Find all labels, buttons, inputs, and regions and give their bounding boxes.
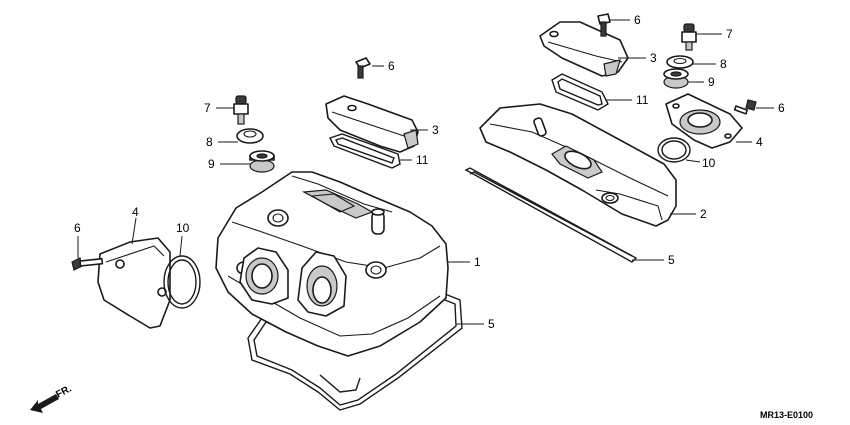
callout-10-left: 10	[176, 221, 190, 235]
bolt-side-left	[71, 257, 104, 271]
breather-cover-left	[325, 95, 419, 153]
head-cover-gasket-right	[464, 167, 638, 263]
callout-8-right: 8	[720, 57, 727, 71]
callout-11-left: 11	[416, 153, 429, 167]
washer-left	[236, 128, 264, 144]
side-cover-left	[97, 237, 171, 329]
callout-1: 1	[474, 255, 481, 269]
callout-4-right: 4	[756, 135, 763, 149]
callout-6-d: 6	[778, 101, 785, 115]
callout-3-right: 3	[650, 51, 657, 65]
bolt-side-right	[733, 99, 757, 115]
callout-7-right: 7	[726, 27, 733, 41]
side-cover-oring-left	[163, 255, 201, 309]
front-direction-indicator: FR.	[30, 383, 74, 413]
callout-9-right: 9	[708, 75, 715, 89]
leader-lines	[77, 19, 774, 325]
callout-6-c: 6	[74, 221, 81, 235]
side-cover-oring-right	[657, 137, 691, 163]
callout-5-right: 5	[668, 253, 675, 267]
callout-8-left: 8	[206, 135, 213, 149]
breather-gasket-left	[329, 133, 401, 169]
grommet-left	[249, 150, 275, 173]
breather-gasket-right	[551, 73, 609, 111]
front-label: FR.	[54, 383, 74, 400]
washer-right	[666, 55, 694, 69]
sealing-bolt-left	[233, 95, 249, 125]
front-arrow-icon	[30, 394, 59, 413]
drawing-code: MR13-E0100	[760, 410, 813, 420]
callout-11-right: 11	[636, 93, 649, 107]
callout-5-left: 5	[488, 317, 495, 331]
callout-3-left: 3	[432, 123, 439, 137]
callout-6-a: 6	[388, 59, 395, 73]
cylinder-head-cover-front	[215, 171, 463, 411]
callout-7-left: 7	[204, 101, 211, 115]
callout-4-left: 4	[132, 205, 139, 219]
callout-9-left: 9	[208, 157, 215, 171]
bolt-left-top	[355, 57, 371, 79]
bolt-right-top	[597, 13, 611, 37]
callout-6-b: 6	[634, 13, 641, 27]
grommet-right	[663, 68, 689, 89]
callout-2: 2	[700, 207, 707, 221]
sealing-bolt-right	[681, 23, 697, 51]
callout-10-right: 10	[702, 156, 716, 170]
